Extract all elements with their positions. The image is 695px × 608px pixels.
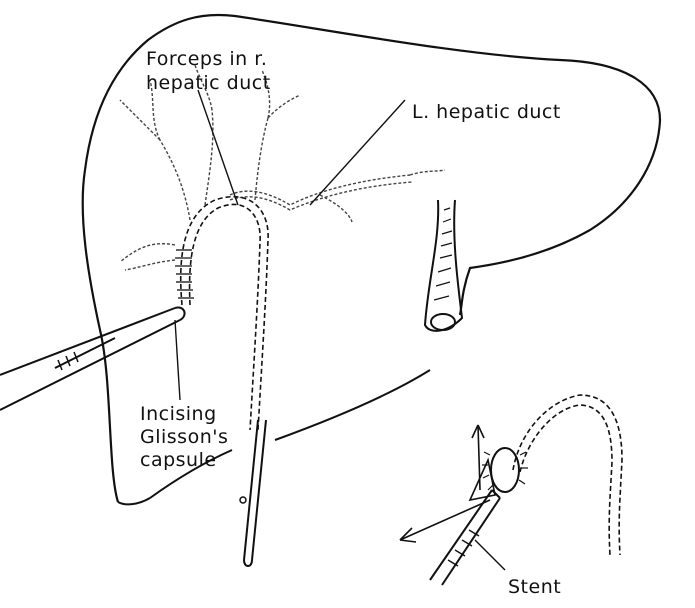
- inset-arrow-up: [472, 425, 484, 490]
- label-incising-line3: capsule: [140, 451, 217, 470]
- forceps-in-duct: [181, 197, 268, 430]
- inset-instrument: [430, 490, 500, 585]
- scalpel-grip: [58, 352, 78, 370]
- forceps-shaft: [244, 420, 266, 566]
- inset-stent-loop: [513, 395, 622, 555]
- label-forceps-line1: Forceps in r.: [146, 50, 267, 69]
- fold-hatching: [434, 208, 452, 300]
- label-stent: Stent: [508, 578, 561, 597]
- scalpel-left: [0, 307, 185, 410]
- liver-bottom-curve: [118, 498, 150, 504]
- label-incising-line1: Incising: [140, 405, 217, 424]
- ligament-fold: [425, 200, 462, 331]
- label-left-hepatic-duct: L. hepatic duct: [412, 103, 561, 122]
- incision-hatching: [175, 250, 194, 298]
- ligament-end: [431, 314, 455, 330]
- label-incising-line2: Glisson's: [140, 428, 228, 447]
- inset-hatching: [482, 452, 528, 490]
- label-forceps-line2: hepatic duct: [146, 74, 271, 93]
- forceps-ring: [240, 497, 246, 503]
- biliary-tree: [120, 65, 445, 270]
- leader-lines: [175, 90, 505, 570]
- inset-arrow-left: [400, 500, 490, 542]
- inset-duct-opening: [491, 448, 519, 492]
